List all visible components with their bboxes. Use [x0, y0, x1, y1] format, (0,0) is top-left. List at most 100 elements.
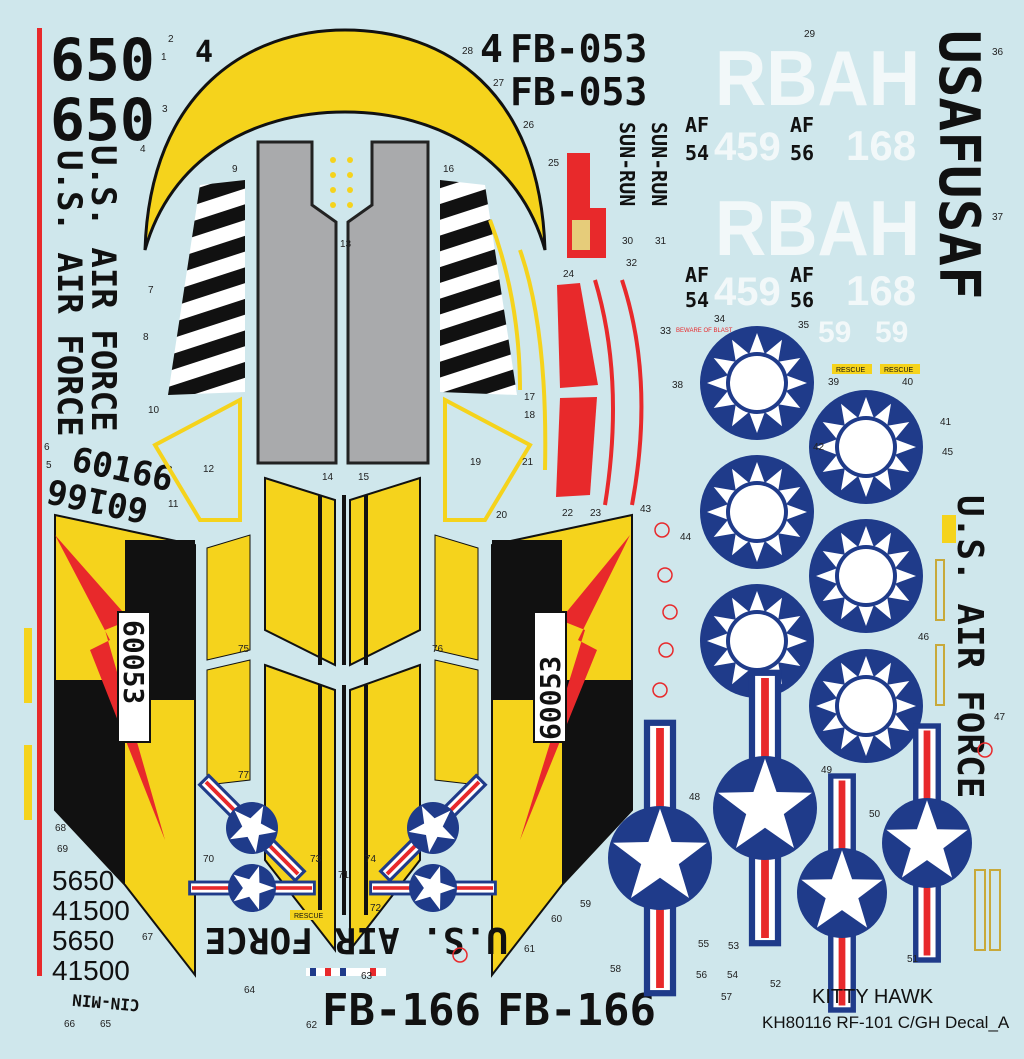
- decal-number-label: 16: [443, 164, 455, 175]
- red-panel: [557, 283, 598, 388]
- decal-number-label: 60: [551, 914, 563, 925]
- walkway-strips: [935, 559, 1001, 951]
- decal-number-label: 52: [770, 979, 782, 990]
- decal-number-label: 11: [168, 499, 179, 510]
- sun-run-nose-art: SUN-RUN: [647, 122, 671, 206]
- yellow-nose-arc: [143, 28, 547, 251]
- decal-number-label: 48: [689, 792, 701, 803]
- decal-number-label: 62: [306, 1020, 318, 1031]
- serial-41500: 41500: [52, 895, 130, 926]
- af-number: 54: [685, 288, 709, 312]
- yellow-tag: [942, 515, 956, 543]
- decal-number-label: 19: [470, 457, 482, 468]
- decal-number-label: 57: [721, 992, 733, 1003]
- decal-number-label: 22: [562, 508, 574, 519]
- us-air-force-vertical: U.S. AIR FORCE: [49, 150, 89, 437]
- decal-number-label: 36: [992, 47, 1004, 58]
- decal-number-label: 26: [523, 120, 535, 131]
- us-star-insignia: [797, 773, 887, 1013]
- us-star-insignia: [378, 773, 488, 883]
- decal-number-label: 56: [696, 970, 708, 981]
- tail-number-650: 650: [50, 86, 155, 154]
- tail-panel-left: 60053: [54, 513, 196, 978]
- af-number: 56: [790, 141, 814, 165]
- grey-panel-right: [346, 140, 430, 465]
- decal-number-label: 29: [804, 29, 816, 40]
- roc-roundel: [809, 649, 923, 763]
- grey-panel-left: [256, 140, 338, 465]
- decal-number-label: 15: [358, 472, 370, 483]
- us-star-insignia: [188, 864, 316, 912]
- roc-roundel: [809, 390, 923, 504]
- decal-number-label: 49: [821, 765, 833, 776]
- decal-number-label: 50: [869, 809, 881, 820]
- rbah-code: RBAH: [715, 184, 920, 272]
- decal-number-label: 76: [432, 644, 444, 655]
- striped-panel-right: [440, 180, 517, 395]
- tail-panel-right: 60053: [491, 513, 633, 978]
- decal-number-label: 55: [698, 939, 710, 950]
- striped-panel-left: [168, 180, 245, 395]
- tail-number-650: 650: [50, 26, 155, 94]
- us-star-insignia: [882, 723, 972, 963]
- decal-number-label: 61: [524, 944, 536, 955]
- af-number: 54: [685, 141, 709, 165]
- buzz-number: FB-053: [510, 70, 647, 114]
- decal-number-label: 51: [907, 954, 919, 965]
- red-curve: [593, 279, 615, 506]
- number-168: 168: [846, 122, 916, 169]
- buzz-prefix: 4: [195, 35, 213, 70]
- number-59: 59: [818, 316, 851, 349]
- af-number: 56: [790, 288, 814, 312]
- serial-5650: 5650: [52, 925, 114, 956]
- decal-number-label: 72: [370, 903, 382, 914]
- decal-number-label: 25: [548, 158, 560, 169]
- decal-number-label: 35: [798, 320, 810, 331]
- svg-text:RESCUE: RESCUE: [884, 367, 914, 374]
- decal-number-label: 37: [992, 212, 1004, 223]
- decal-number-label: 46: [918, 632, 930, 643]
- yellow-outline-panel: [443, 396, 533, 522]
- decal-number-label: 20: [496, 510, 508, 521]
- red-stripe: [37, 28, 42, 976]
- decal-number-label: 30: [622, 236, 634, 247]
- decal-number-label: 47: [994, 712, 1006, 723]
- decal-number-label: 38: [672, 380, 684, 391]
- us-star-insignia: [197, 773, 307, 883]
- decal-number-label: 71: [338, 870, 350, 881]
- decal-number-label: 27: [493, 78, 505, 89]
- decal-number-label: 21: [522, 457, 534, 468]
- serial-60053: 60053: [534, 656, 567, 740]
- decal-number-label: 28: [462, 46, 474, 57]
- buzz-prefix: 4: [480, 27, 503, 71]
- buzz-number: FB-166: [497, 985, 656, 1036]
- rescue-tag: RESCUE: [832, 364, 872, 374]
- roc-roundel: [700, 455, 814, 569]
- decal-number-label: 66: [64, 1019, 76, 1030]
- decal-number-label: 23: [590, 508, 602, 519]
- decal-number-label: 7: [148, 285, 154, 296]
- roc-roundel: [700, 326, 814, 440]
- decal-number-label: 3: [162, 104, 168, 115]
- yellow-curve: [518, 249, 548, 471]
- decal-number-label: 63: [361, 971, 373, 982]
- us-star-insignia: [713, 669, 817, 947]
- svg-text:RESCUE: RESCUE: [836, 367, 866, 374]
- decal-number-label: 5: [46, 460, 52, 471]
- decal-number-label: 42: [813, 442, 825, 453]
- buzz-number: FB-166: [322, 985, 481, 1036]
- decal-number-label: 24: [563, 269, 575, 280]
- decal-number-label: 10: [148, 405, 160, 416]
- sun-run-nose-art: SUN-RUN: [615, 122, 639, 206]
- red-curve: [620, 279, 644, 506]
- roc-roundel: [809, 519, 923, 633]
- rescue-tag: RESCUE: [290, 910, 330, 920]
- decal-number-label: 54: [727, 970, 739, 981]
- yellow-outline-panel: [152, 396, 242, 522]
- decal-number-label: 33: [660, 326, 672, 337]
- decal-number-label: 34: [714, 314, 726, 325]
- us-air-force-vertical: U.S. AIR FORCE: [83, 145, 123, 432]
- decal-number-label: 59: [580, 899, 592, 910]
